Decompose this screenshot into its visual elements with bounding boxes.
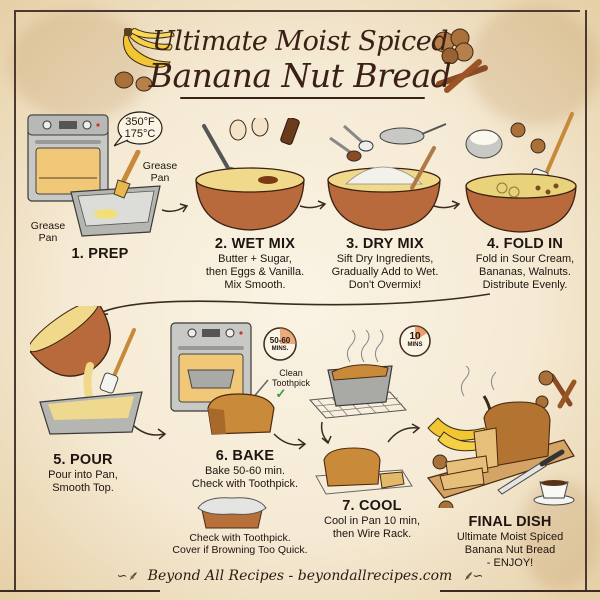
oven-temperature-f: 350°F (125, 116, 155, 128)
step-final-dish: FINAL DISH Ultimate Moist Spiced Banana … (440, 514, 580, 570)
step-description: Ultimate Moist Spiced Banana Nut Bread -… (456, 531, 564, 569)
step-2-wet-mix: 2. WET MIX Butter + Sugar, then Eggs & V… (180, 236, 330, 292)
oven-temperature-c: 175°C (124, 128, 156, 140)
baked-loaf-icon (207, 379, 275, 435)
steam-icon (460, 366, 497, 397)
cinnamon-stick-icon (549, 373, 577, 409)
title-underline (180, 97, 425, 99)
measuring-spoon-icon (329, 124, 374, 162)
footer-divider-left (0, 590, 160, 592)
walnut-icon (510, 122, 546, 154)
page-border-left (14, 10, 16, 590)
walnut-icon (433, 28, 474, 64)
grease-pan-callout-top: Grease Pan (142, 160, 178, 184)
wet-mix-illustration (195, 118, 305, 231)
arrow-icon (161, 203, 189, 213)
loaf-pan-on-wire-rack-icon (308, 364, 408, 419)
steam-icon (346, 330, 384, 363)
step-title: 1. PREP (71, 246, 129, 262)
cinnamon-stick-icon (436, 59, 488, 93)
step-description: Pour into Pan, Smooth Top. (48, 469, 118, 494)
page-border-right (585, 10, 587, 590)
loaf-pan-icon (70, 185, 161, 237)
step-3-dry-mix: 3. DRY MIX Sift Dry Ingredients, Gradual… (310, 236, 460, 292)
footer-credit: Beyond All Recipes - beyondallrecipes.co… (147, 568, 453, 584)
vanilla-bottle-icon (280, 118, 300, 145)
step-title: 5. POUR (53, 452, 113, 468)
foil-note: Check with Toothpick. Cover if Browning … (172, 532, 308, 556)
arrow-icon (320, 421, 332, 445)
oven-icon (170, 322, 252, 412)
flourish-right-icon: ⸙∽ (462, 569, 484, 584)
step-5-pour: 5. POUR Pour into Pan, Smooth Top. (28, 452, 138, 495)
page-title-line2: Banana Nut Bread (148, 56, 452, 95)
arrow-icon (93, 293, 490, 316)
arrow-icon (387, 423, 421, 443)
spatula-icon (99, 328, 136, 394)
pour-illustration (30, 306, 143, 435)
step-title: 7. COOL (342, 498, 402, 514)
step-title: FINAL DISH (468, 514, 552, 530)
step-4-fold-in: 4. FOLD IN Fold in Sour Cream, Bananas, … (450, 236, 600, 292)
arrow-icon (133, 425, 167, 440)
knife-icon (497, 449, 565, 495)
pastry-brush-icon (113, 150, 141, 199)
foil-covered-loaf-icon (197, 497, 267, 529)
step-6-bake: 6. BAKE Bake 50-60 min. Check with Tooth… (180, 448, 310, 491)
bread-slice-icon (439, 455, 489, 491)
sliced-loaf-on-rack-icon (315, 447, 413, 495)
footer: ∽⸙ Beyond All Recipes - beyondallrecipes… (0, 566, 600, 584)
egg-icon (229, 118, 269, 141)
step-title: 4. FOLD IN (486, 236, 564, 252)
step-description: Butter + Sugar, then Eggs & Vanilla. Mix… (205, 253, 305, 291)
timer-icon (399, 325, 431, 357)
sifter-icon (379, 123, 447, 145)
flourish-left-icon: ∽⸙ (116, 569, 138, 584)
page-title-line1: Ultimate Moist Spiced (151, 26, 449, 57)
coffee-cup-icon (533, 480, 575, 506)
timer-icon (263, 327, 297, 361)
arrow-icon (273, 433, 307, 450)
loaf-pan-icon (39, 391, 143, 435)
grease-pan-callout-left: Grease Pan (30, 220, 66, 244)
paper-stain (470, 5, 600, 125)
step-description: Bake 50-60 min. Check with Toothpick. (191, 465, 299, 490)
footer-divider-right (440, 590, 600, 592)
step-title: 2. WET MIX (214, 236, 296, 252)
speech-bubble (114, 111, 163, 147)
cool-timer-label: 10 MINS (407, 331, 423, 349)
walnut-icon (114, 71, 153, 92)
arrow-icon (433, 200, 461, 210)
arrow-icon (299, 200, 327, 210)
step-description: Cool in Pan 10 min, then Wire Rack. (324, 515, 420, 540)
step-1-prep: 1. PREP (55, 246, 145, 262)
bake-timer-label: 50-60 MINS. (269, 336, 291, 352)
banana-bunch-icon (122, 28, 175, 68)
step-title: 6. BAKE (215, 448, 275, 464)
final-dish-illustration (426, 366, 577, 508)
sour-cream-bowl-icon (465, 129, 503, 159)
step-title: 3. DRY MIX (346, 236, 424, 252)
dry-mix-illustration (327, 123, 447, 231)
check-mark-icon: ✓ (275, 386, 287, 401)
step-description: Sift Dry Ingredients, Gradually Add to W… (331, 253, 439, 291)
step-description: Fold in Sour Cream, Bananas, Walnuts. Di… (475, 253, 575, 291)
oven-icon (27, 114, 109, 202)
step-7-cool: 7. COOL Cool in Pan 10 min, then Wire Ra… (312, 498, 432, 541)
clean-toothpick-callout: Clean Toothpick (271, 368, 311, 388)
fold-in-illustration (465, 112, 577, 233)
page-border-top (15, 10, 580, 12)
